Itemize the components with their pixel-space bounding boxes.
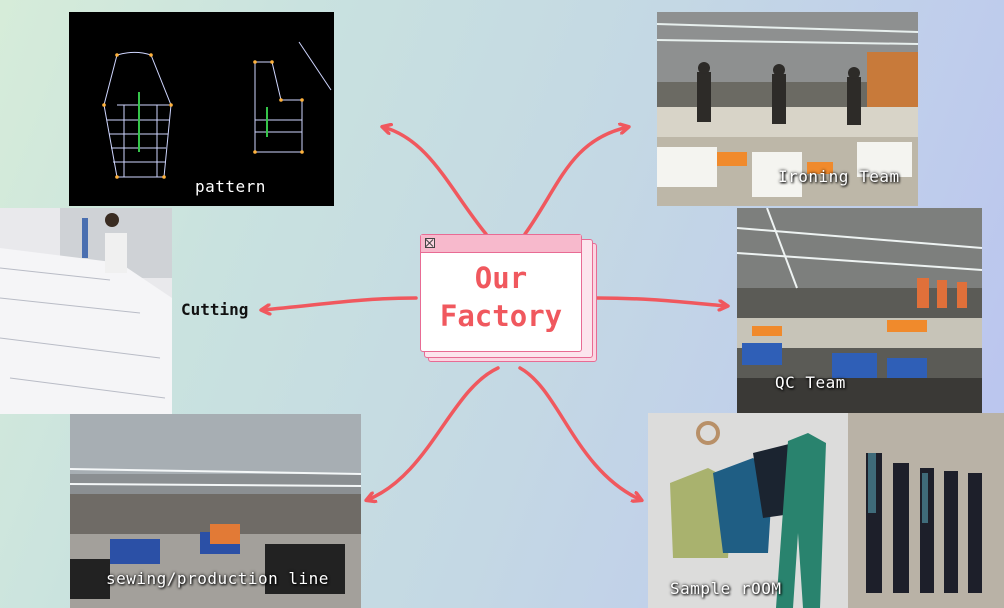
close-window-icon [425,238,435,248]
sewing-line-photo: sewing/production line [70,414,361,608]
sample-room-photo: Sample rOOM [648,413,1004,608]
central-title: Our Factory [421,259,581,335]
sample-room-label: Sample rOOM [670,579,782,598]
arrow-to-ironing [523,127,628,236]
arrow-to-sample [518,366,641,500]
title-line-2: Factory [439,299,563,333]
arrow-to-sewing [367,366,500,500]
ironing-team-photo: Ironing Team [657,12,918,206]
arrow-to-qc [595,296,727,306]
title-line-1: Our [474,261,528,295]
window-title-bar [421,235,581,253]
arrow-to-pattern [383,127,488,236]
ironing-team-label: Ironing Team [778,167,900,186]
cutting-label: Cutting [181,300,249,319]
pattern-photo: pattern [69,12,334,206]
arrow-to-cutting [262,296,418,310]
pattern-label: pattern [195,177,266,196]
qc-team-photo: QC Team [737,208,982,413]
qc-team-label: QC Team [775,373,846,392]
our-factory-window: Our Factory [420,234,582,352]
cutting-photo [0,208,172,414]
sewing-line-label: sewing/production line [106,569,329,588]
